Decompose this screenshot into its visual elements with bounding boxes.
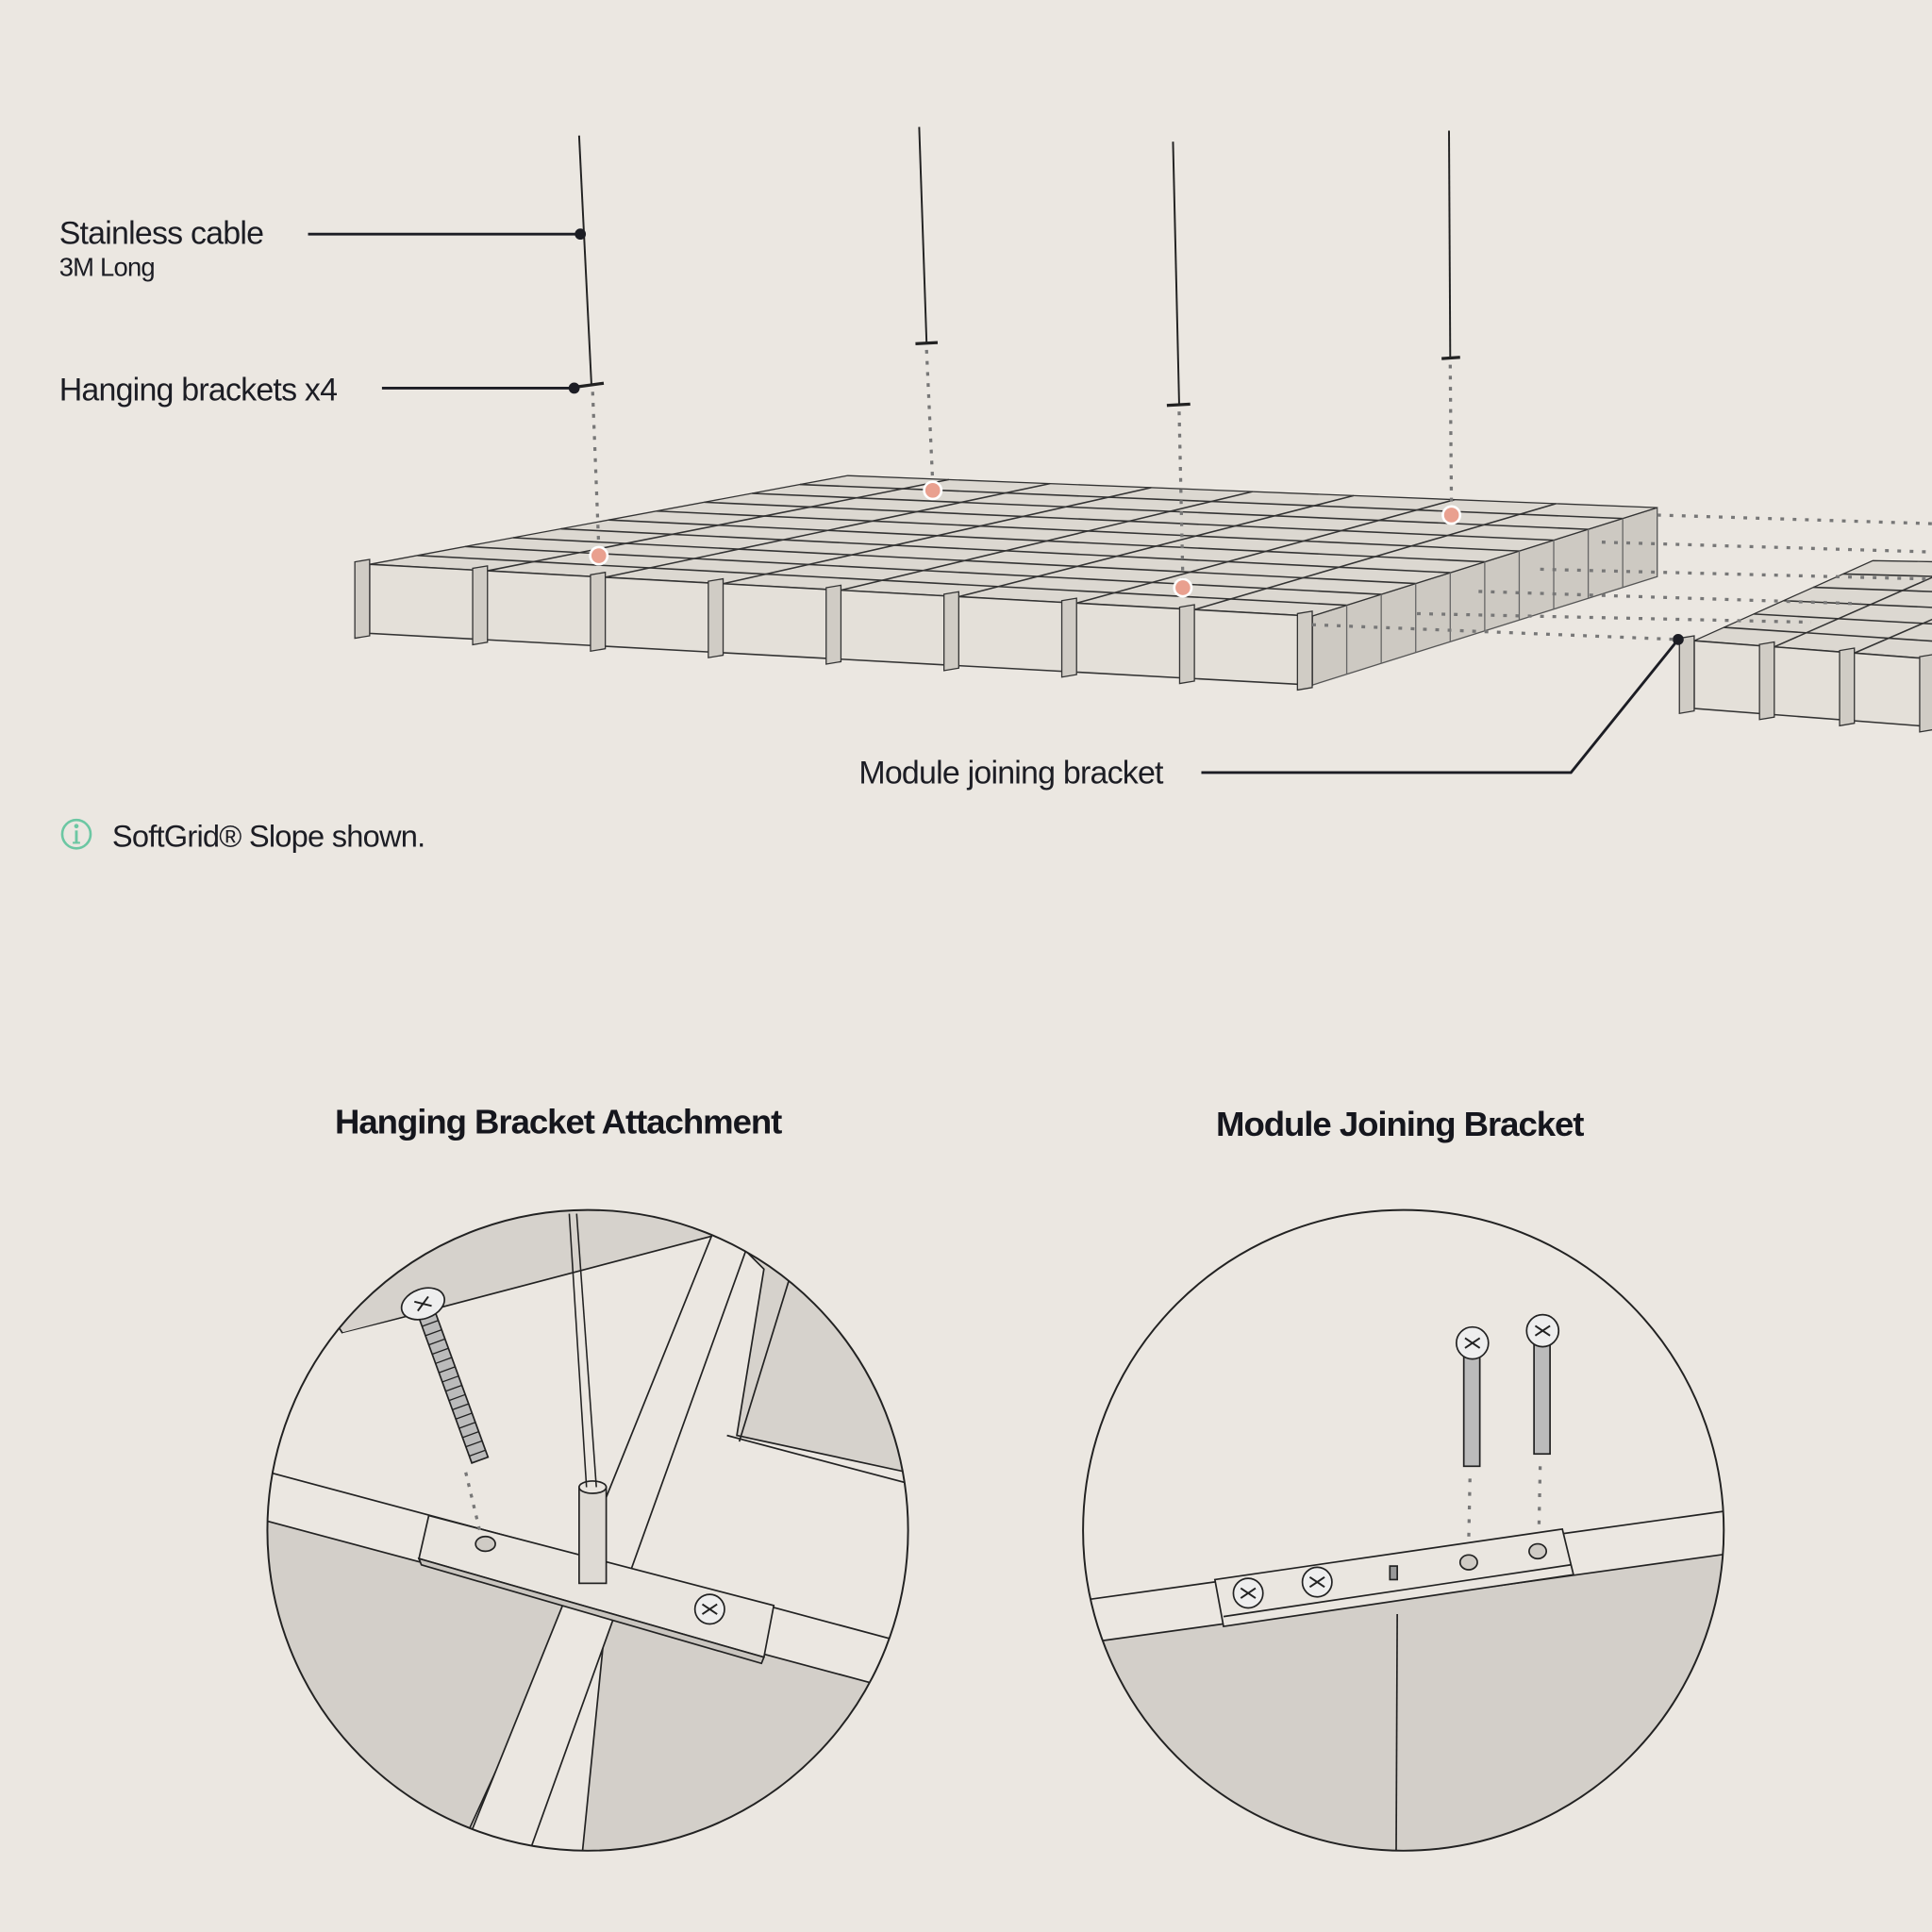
grid-line — [1813, 586, 1932, 592]
grid-fin — [1839, 647, 1856, 727]
grid-line — [1774, 576, 1932, 648]
joining-guide-line — [1657, 513, 1932, 525]
grid-fin — [942, 591, 959, 672]
detail-title-hanging: Hanging Bracket Attachment — [335, 1103, 782, 1141]
attachment-dot — [923, 480, 943, 501]
grid-fin — [1060, 597, 1077, 678]
drop-guides — [591, 349, 1454, 579]
ceiling-grid-module — [354, 475, 1658, 691]
cable — [1448, 130, 1452, 358]
callout-hanging-brackets: Hanging brackets x4 — [59, 372, 580, 408]
attachment-points — [589, 480, 1462, 598]
grid-line — [1754, 613, 1932, 625]
callout-sublabel: 3M Long — [59, 253, 155, 282]
grid-line — [1193, 503, 1557, 610]
info-note: SoftGrid® Slope shown. — [60, 818, 425, 853]
joining-guides — [1311, 513, 1932, 641]
joining-guide-line — [1417, 611, 1812, 625]
callout-module-joining-bracket: Module joining bracket — [858, 634, 1684, 791]
grid-fin — [708, 577, 724, 658]
hanging-bracket — [1166, 402, 1191, 408]
detail-title-joining: Module Joining Bracket — [1216, 1105, 1584, 1143]
grid-line — [723, 487, 1152, 585]
grid-fin — [1758, 641, 1775, 721]
note-text: SoftGrid® Slope shown. — [112, 818, 425, 853]
attachment-dot — [589, 545, 609, 566]
info-icon — [60, 818, 92, 850]
callout-label: Hanging brackets x4 — [59, 372, 338, 408]
cable — [1172, 142, 1180, 405]
grid-line — [487, 478, 950, 572]
hanging-bracket — [576, 381, 605, 389]
grid-line — [1842, 573, 1932, 577]
callout-label: Module joining bracket — [858, 756, 1164, 791]
grid-line — [605, 482, 1051, 578]
joining-guide-line — [1478, 590, 1861, 606]
grid-line — [958, 494, 1355, 598]
adjacent-grid-module — [1678, 559, 1932, 733]
screw — [1525, 1313, 1560, 1456]
grid-fin — [590, 571, 607, 653]
callout-label: Stainless cable — [59, 216, 264, 252]
suspension-cables — [576, 126, 1460, 408]
screw — [1455, 1325, 1490, 1468]
grid-line — [841, 491, 1253, 591]
grid-fin — [1296, 610, 1313, 691]
grid-line — [1783, 599, 1932, 608]
module-joining-bracket-detail — [1082, 1208, 1725, 1852]
attachment-dot — [1441, 505, 1462, 525]
cable — [577, 135, 592, 385]
grid-line — [1076, 498, 1456, 605]
hanging-bracket — [915, 341, 939, 346]
cable — [918, 126, 928, 343]
grid-fin — [1919, 654, 1932, 733]
grid-fin — [472, 565, 489, 646]
screw — [400, 1287, 490, 1464]
grid-line — [1724, 626, 1932, 642]
grid-fin — [354, 558, 371, 640]
grid-line — [1854, 618, 1932, 654]
hanging-bracket-detail — [266, 1208, 909, 1852]
grid-fin — [1678, 635, 1695, 715]
attachment-dot — [1173, 577, 1193, 598]
grid-fin — [825, 584, 842, 665]
callout-stainless-cable: Stainless cable 3M Long — [59, 216, 587, 282]
grid-fin — [1178, 604, 1195, 685]
